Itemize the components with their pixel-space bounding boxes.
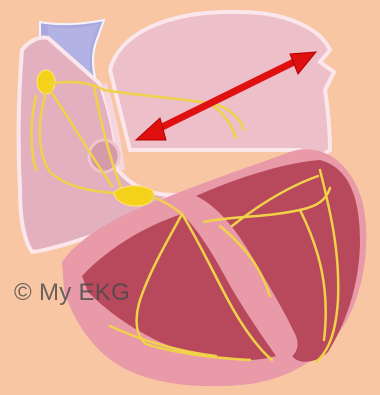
watermark-text: My EKG <box>39 279 130 306</box>
sa-node <box>37 70 55 94</box>
copyright-watermark: © My EKG <box>14 279 130 307</box>
copyright-symbol: © <box>14 279 32 306</box>
